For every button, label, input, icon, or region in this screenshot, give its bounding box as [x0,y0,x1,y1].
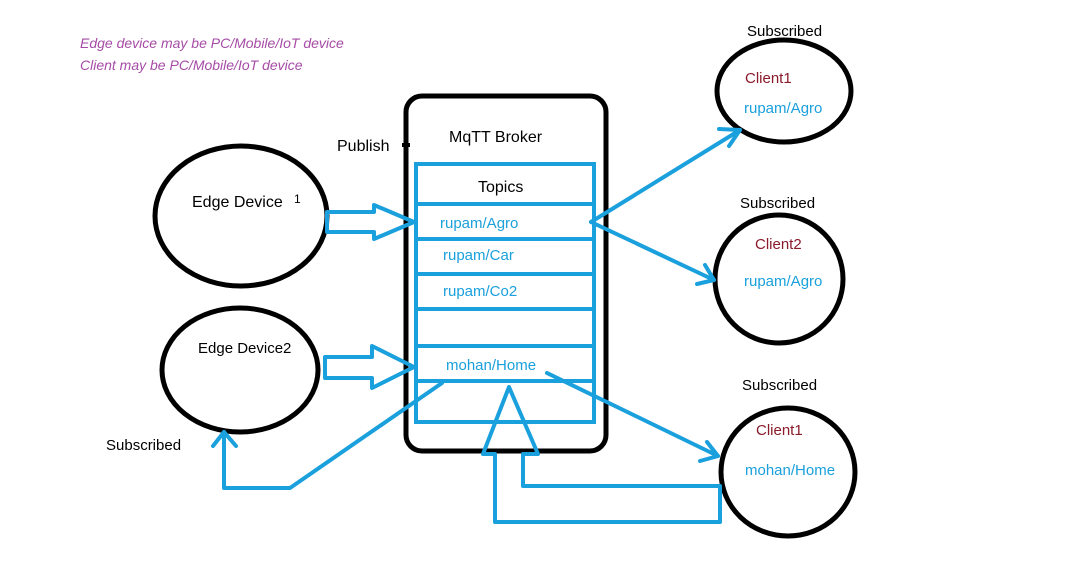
client-1-agro [714,37,854,145]
publish-arrow-1 [325,203,416,241]
arrow-head-client-2 [695,263,716,286]
edge-device-2-label: Edge Device2 [198,340,291,357]
edge-device-1 [152,143,330,289]
arrow-head-edge-device-2 [211,430,238,448]
arrow-to-edge-device-2 [222,381,444,490]
client-3-name: Client1 [756,422,803,439]
topic-rupam-co2: rupam/Co2 [443,283,517,300]
return-arrow-client-3 [481,385,722,524]
client-2-topic: rupam/Agro [744,273,822,290]
fanout-arrows [211,127,742,490]
topics-table [414,162,596,424]
arrow-to-client-1 [589,128,742,224]
topic-rupam-car: rupam/Car [443,247,514,264]
client-1-name: Client1 [745,70,792,87]
broker-box [403,93,609,454]
publish-arrow-2 [323,344,416,390]
client-2-name: Client2 [755,236,802,253]
edge-device-2 [159,305,321,435]
note-client: Client may be PC/Mobile/IoT device [80,57,303,73]
topic-rupam-agro: rupam/Agro [440,215,518,232]
client-1-topic: rupam/Agro [744,100,822,117]
arrow-head-client-3 [698,440,720,463]
client-1-status: Subscribed [747,23,822,40]
client-3-status: Subscribed [742,377,817,394]
client-2-status: Subscribed [740,195,815,212]
arrow-to-client-3 [545,371,720,458]
client-3-home [718,405,858,539]
client-3-topic: mohan/Home [745,462,835,479]
publish-label: Publish [337,138,389,155]
arrow-to-client-2 [589,220,716,282]
topic-mohan-home: mohan/Home [446,357,536,374]
arrow-head-client-1 [717,127,742,148]
note-edge-device: Edge device may be PC/Mobile/IoT device [80,35,344,51]
edge-device-1-label: Edge Device [192,194,283,211]
edge-subscribed-label: Subscribed [106,437,181,454]
topics-header: Topics [478,179,523,196]
broker-title: MqTT Broker [449,129,543,146]
edge-device-1-superscript: 1 [294,192,301,206]
